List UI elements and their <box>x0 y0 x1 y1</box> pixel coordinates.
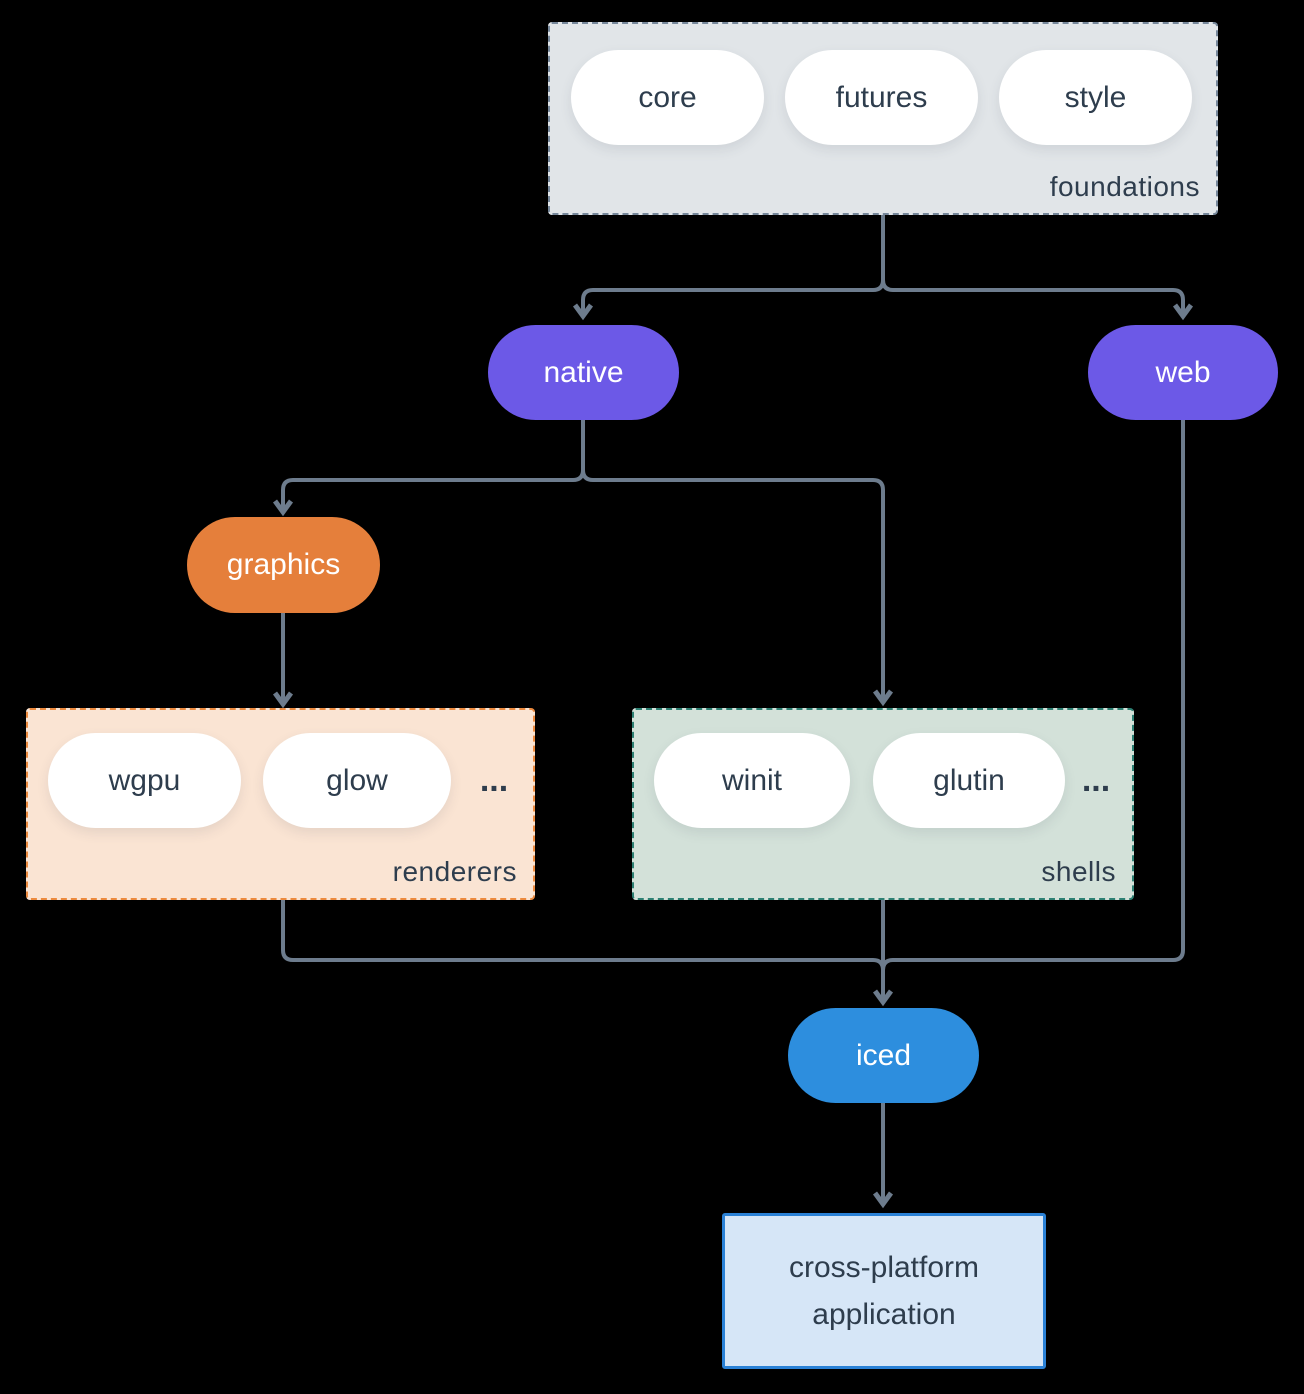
pill-wgpu: wgpu <box>48 733 241 828</box>
shells-ellipsis: ... <box>1081 760 1111 799</box>
foundations-group-label: foundations <box>1049 171 1200 202</box>
renderers-ellipsis: ... <box>479 760 509 799</box>
node-graphics: graphics <box>187 517 380 613</box>
application-label-line2: application <box>812 1298 956 1331</box>
renderers-group-label: renderers <box>392 856 517 887</box>
edge-native-shells <box>581 469 885 700</box>
arrowhead-web <box>1172 303 1194 321</box>
arrowhead-iced <box>872 989 894 1007</box>
arrowhead-native <box>572 303 594 321</box>
application-box: cross-platform application <box>722 1213 1046 1369</box>
pill-style: style <box>999 50 1192 145</box>
arrowhead-graphics <box>272 499 294 517</box>
pill-futures: futures <box>785 50 978 145</box>
edge-renderers-iced <box>281 900 885 971</box>
edge-foundations-web <box>881 279 1185 314</box>
pill-core: core <box>571 50 764 145</box>
application-label-line1: cross-platform <box>788 1251 980 1284</box>
node-iced: iced <box>788 1008 979 1103</box>
arrowhead-renderers <box>272 691 294 709</box>
edge-foundations-native <box>581 215 885 314</box>
pill-glow: glow <box>263 733 451 828</box>
pill-glutin: glutin <box>873 733 1065 828</box>
edge-native-graphics <box>281 418 585 510</box>
node-web: web <box>1088 325 1278 420</box>
arrowhead-application <box>872 1191 894 1209</box>
pill-winit: winit <box>654 733 850 828</box>
node-native: native <box>488 325 679 420</box>
shells-group-label: shells <box>1041 856 1116 887</box>
arrowhead-shells <box>872 689 894 707</box>
